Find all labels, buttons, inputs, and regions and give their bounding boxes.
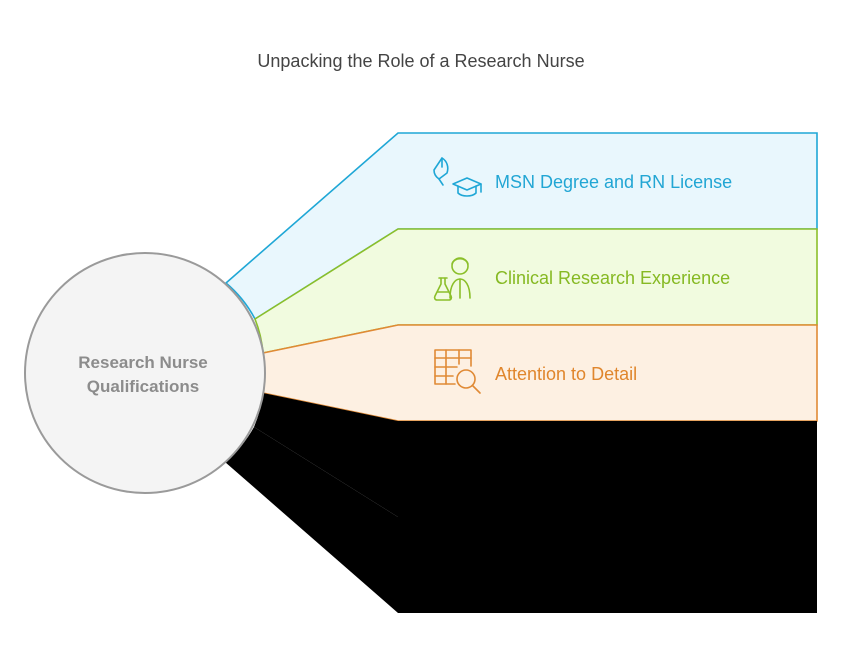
center-label-line1: Research Nurse — [78, 353, 207, 372]
item-label: Attention to Detail — [495, 364, 637, 384]
researcher-flask-icon — [433, 257, 471, 301]
band-msn-degree: MSN Degree and RN License — [224, 132, 818, 321]
center-label-line2: Qualifications — [87, 377, 199, 396]
band-shape — [225, 427, 817, 613]
item-label-line2: Certifications — [495, 568, 599, 588]
item-label-line1: MSN Degree and RN License — [495, 172, 732, 192]
band-communication: Communication Skills — [254, 393, 817, 517]
item-label: Communication Skills — [495, 460, 667, 480]
band-shape — [254, 393, 817, 517]
band-shape — [224, 132, 818, 321]
item-label-line1: Attention to Detail — [495, 364, 637, 384]
item-label-line1: Nursing Credentials and — [495, 544, 688, 564]
item-label-line1: Clinical Research Experience — [495, 268, 730, 288]
diagram-title: Unpacking the Role of a Research Nurse — [257, 51, 584, 71]
table-magnifier-icon — [434, 349, 481, 394]
item-label: MSN Degree and RN License — [495, 172, 732, 192]
item-label-line1: Communication Skills — [495, 460, 667, 480]
item-label: Clinical Research Experience — [495, 268, 730, 288]
band-attention-detail: Attention to Detail — [262, 324, 818, 422]
band-clinical-research: Clinical Research Experience — [254, 228, 818, 354]
diploma-graduation-cap-icon — [433, 157, 482, 197]
center-circle — [24, 252, 266, 494]
